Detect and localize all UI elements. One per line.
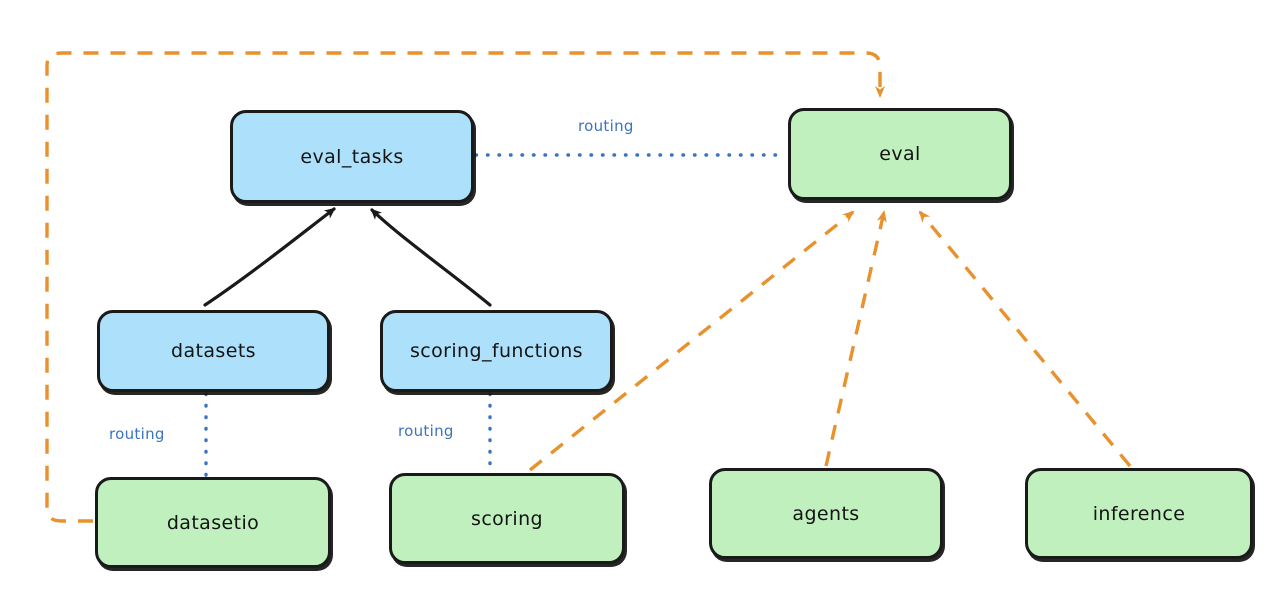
- edge-inference-to-eval-dependency: [918, 210, 1132, 468]
- edge-scoring-to-eval-dependency: [528, 210, 855, 472]
- node-label-agents: agents: [792, 502, 860, 525]
- node-agents[interactable]: agents: [709, 468, 943, 559]
- node-scoring-functions[interactable]: scoring_functions: [380, 310, 613, 392]
- node-datasets[interactable]: datasets: [97, 310, 330, 392]
- node-label-eval: eval: [879, 143, 921, 165]
- edge-agents-to-eval-dependency: [824, 210, 887, 467]
- node-eval-tasks[interactable]: eval_tasks: [230, 110, 474, 203]
- node-label-datasetio: datasetio: [166, 511, 260, 534]
- edge-label-routing-eval: routing: [578, 117, 634, 135]
- edge-label-routing-datasetio: routing: [109, 425, 165, 443]
- node-label-datasets: datasets: [171, 340, 256, 362]
- edge-label-routing-scoring: routing: [398, 422, 454, 440]
- edge-datasetio-to-eval-dependency: [45, 51, 885, 523]
- node-label-inference: inference: [1092, 502, 1186, 525]
- edge-scoring-functions-to-eval-tasks: [370, 208, 492, 307]
- node-label-scoring-functions: scoring_functions: [410, 340, 583, 362]
- node-eval[interactable]: eval: [788, 108, 1012, 200]
- node-scoring[interactable]: scoring: [389, 473, 625, 564]
- node-label-scoring: scoring: [471, 507, 543, 530]
- edge-datasets-to-eval-tasks: [203, 207, 336, 307]
- node-datasetio[interactable]: datasetio: [95, 477, 331, 568]
- node-label-eval-tasks: eval_tasks: [300, 145, 404, 168]
- node-inference[interactable]: inference: [1025, 468, 1253, 559]
